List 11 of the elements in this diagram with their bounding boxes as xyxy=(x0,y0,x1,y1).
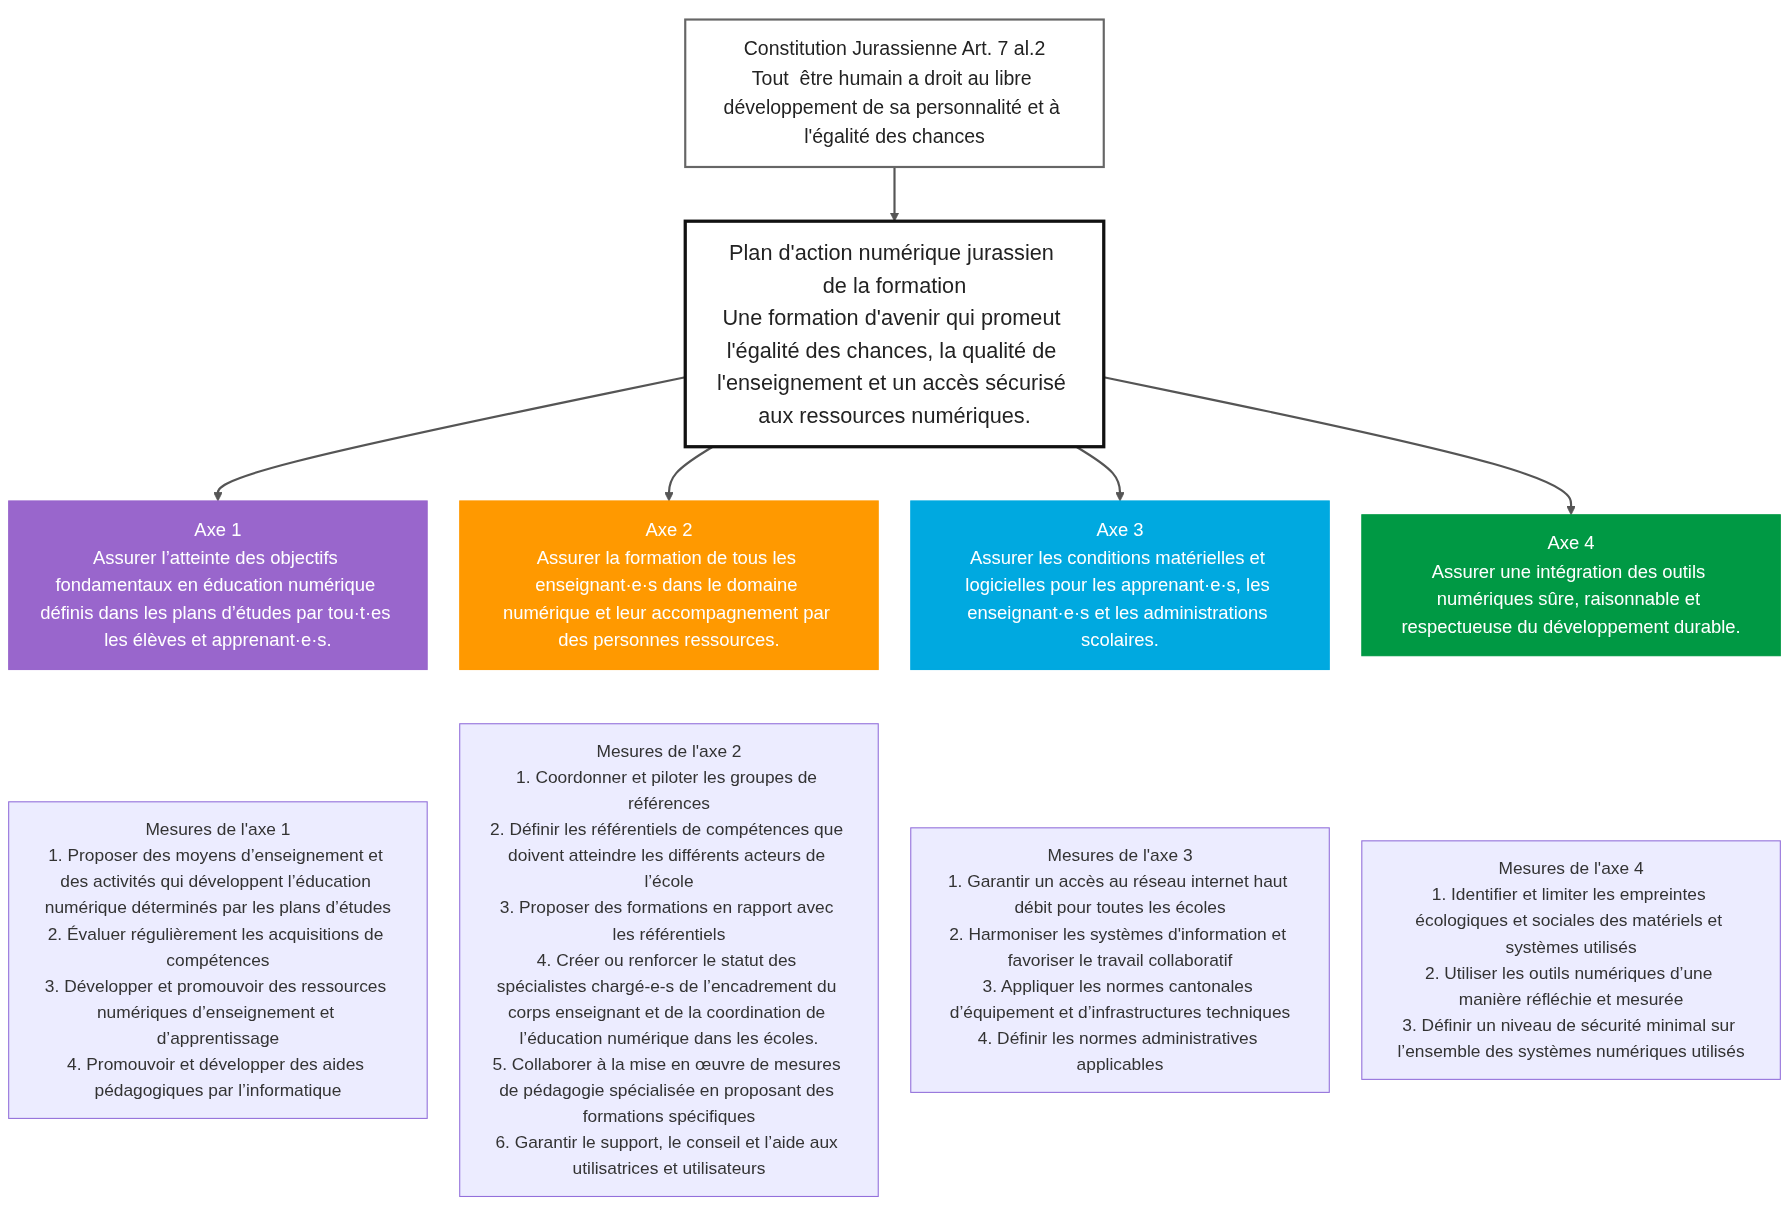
node-box: Axe 1 Assurer l’atteinte des objectifs fondamentaux en éducation numérique définis dans les plans d’études par tou·t·es les élèves et apprenant·e·s. xyxy=(8,500,428,671)
node-box: Axe 2 Assurer la formation de tous les enseignant·e·s dans le domaine numérique et leur accompagnement par des personnes ressources. xyxy=(459,500,879,671)
node-box: Mesures de l'axe 3 1. Garantir un accès au réseau internet haut débit pour toutes les écoles 2. Harmoniser les systèmes d'information et favoriser le travail collaboratif 3. Appliquer les normes cantonales d’équipement et d’infrastructures techniques 4. Définir les normes administratives applicables xyxy=(910,827,1330,1093)
node-box: Axe 4 Assurer une intégration des outils numériques sûre, raisonnable et respectueuse du développement durable. xyxy=(1361,514,1781,657)
node-box: Plan d'action numérique jurassien de la formation Une formation d'avenir qui promeut l'égalité des chances, la qualité de l'enseignement et un accès sécurisé aux ressources numériques. xyxy=(683,219,1106,449)
node-box: Mesures de l'axe 2 1. Coordonner et piloter les groupes de références 2. Définir les référentiels de compétences que doivent atteindre les différents acteurs de l’école 3. Proposer des formations en rapport avec les référentiels 4. Créer ou renforcer le statut des spécialistes chargé-e-s de l’encadrement du corps enseignant et de la coordination de l’éducation numérique dans les écoles. 5. Collaborer à la mise en œuvre de mesures de pédagogie spécialisée en proposant des formations spécifiques 6. Garantir le support, le conseil et l’aide aux utilisatrices et utilisateurs xyxy=(459,723,879,1197)
node-box: Mesures de l'axe 1 1. Proposer des moyens d’enseignement et des activités qui développent l’éducation numérique déterminés par les plans d’études 2. Évaluer régulièrement les acquisitions de compétences 3. Développer et promouvoir des ressources numériques d’enseignement et d’apprentissage 4. Promouvoir et développer des aides pédagogiques par l’informatique xyxy=(8,801,428,1119)
node-box: Axe 3 Assurer les conditions matérielles et logicielles pour les apprenant·e·s, les enseignant·e·s et les administrations scolaires. xyxy=(910,500,1330,671)
arrow xyxy=(889,167,900,222)
node-box: Constitution Jurassienne Art. 7 al.2 Tout être humain a droit au libre développement de sa personnalité et à l'égalité des chances xyxy=(684,18,1105,169)
node-box: Mesures de l'axe 4 1. Identifier et limiter les empreintes écologiques et sociales des matériels et systèmes utilisés 2. Utiliser les outils numériques d’une manière réfléchie et mesurée 3. Définir un niveau de sécurité minimal sur l’ensemble des systèmes numériques utilisés xyxy=(1361,840,1781,1080)
